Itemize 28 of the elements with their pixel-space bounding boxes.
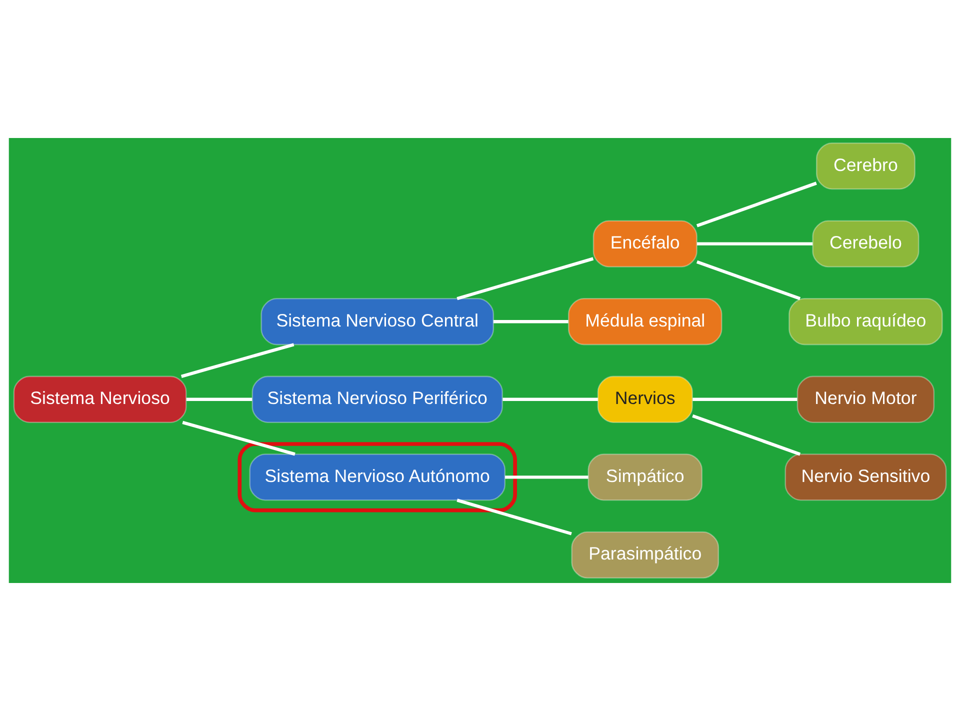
connector — [186, 397, 252, 400]
node-box: Nervio Motor — [796, 375, 935, 422]
node-box: Bulbo raquídeo — [788, 298, 943, 345]
connector — [456, 498, 572, 535]
node-box: Nervio Sensitivo — [784, 453, 947, 500]
node-box: Nervios — [597, 375, 693, 422]
node-box: Sistema Nervioso — [13, 375, 187, 422]
connector — [696, 181, 817, 227]
node-box: Parasimpático — [571, 530, 720, 578]
connector — [502, 397, 598, 400]
connector — [692, 397, 798, 400]
connector — [180, 342, 294, 378]
connector — [505, 475, 588, 478]
node-box: Sistema Nervioso Central — [260, 298, 494, 345]
cluster — [238, 442, 517, 512]
connector — [456, 256, 594, 300]
node-box: Encéfalo — [592, 220, 698, 267]
connector — [696, 260, 801, 300]
connector — [696, 242, 813, 245]
node-box: Cerebro — [816, 142, 916, 190]
node-box: Cerebelo — [812, 220, 920, 267]
node-box: Sistema Nervioso Autónomo — [249, 453, 506, 500]
connector — [493, 320, 568, 323]
node-box: Médula espinal — [568, 298, 722, 345]
node-box: Simpático — [588, 453, 702, 500]
node-box: Sistema Nervioso Periférico — [252, 375, 503, 422]
connector — [692, 414, 801, 456]
connector — [182, 420, 296, 456]
